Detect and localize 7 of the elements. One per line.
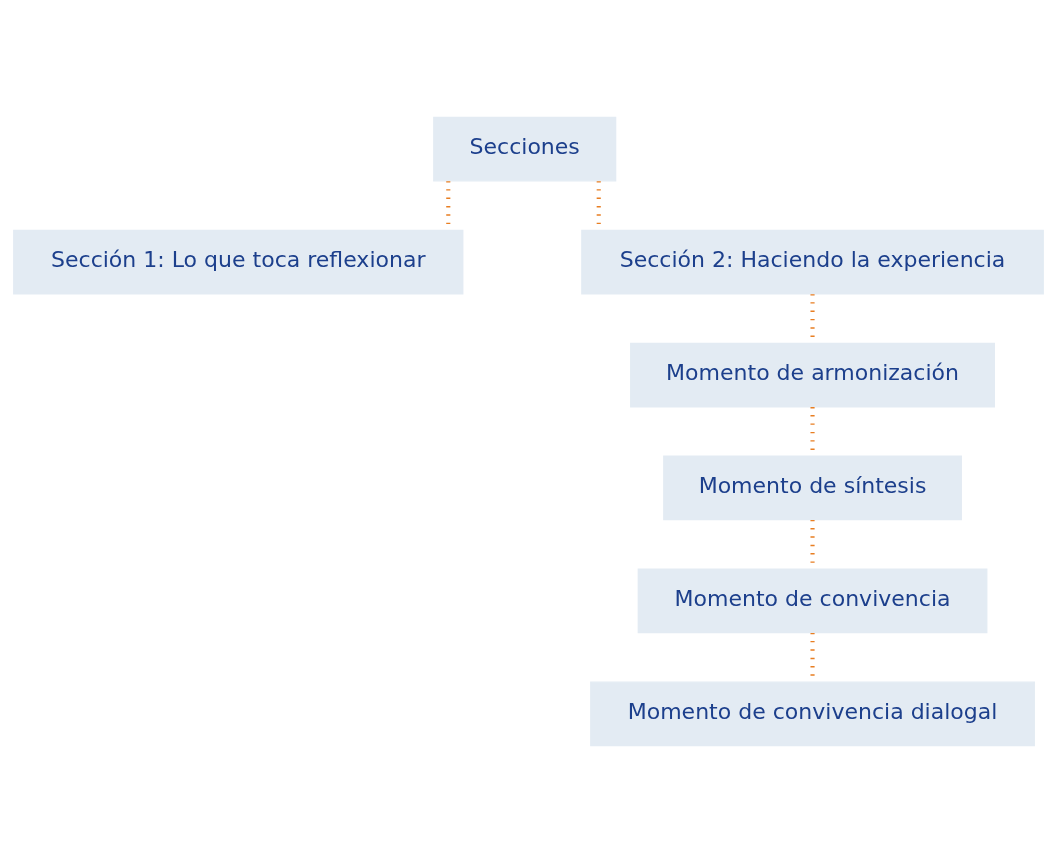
node-box: Momento de convivencia	[637, 568, 988, 634]
node-box: Momento de síntesis	[663, 455, 962, 521]
node-box: Sección 1: Lo que toca reflexionar	[13, 229, 464, 295]
node-box: Momento de armonización	[630, 342, 995, 408]
node-box: Momento de convivencia dialogal	[590, 681, 1035, 747]
node-box: Sección 2: Haciendo la experiencia	[581, 229, 1044, 295]
node-box: Secciones	[433, 116, 617, 182]
